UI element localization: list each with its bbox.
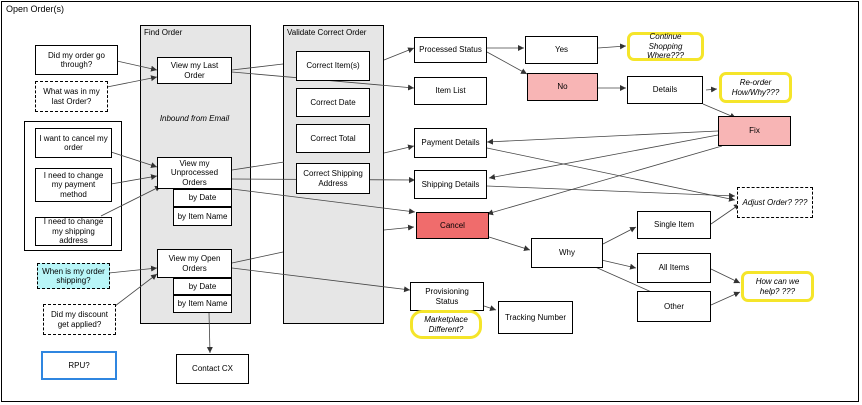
- processed-status[interactable]: Processed Status: [414, 37, 487, 63]
- other-node[interactable]: Other: [637, 291, 711, 322]
- cancel-node[interactable]: Cancel: [416, 212, 489, 239]
- correct-date[interactable]: Correct Date: [296, 88, 370, 117]
- rpu-node[interactable]: RPU?: [41, 351, 117, 380]
- validate-order-lane-title: Validate Correct Order: [287, 28, 367, 37]
- open-by-item-name[interactable]: by Item Name: [173, 295, 232, 313]
- question-discount-applied[interactable]: Did my discount get applied?: [43, 304, 116, 335]
- question-last-order[interactable]: What was in my last Order?: [35, 81, 108, 112]
- question-order-go-through[interactable]: Did my order go through?: [35, 45, 118, 75]
- payment-details[interactable]: Payment Details: [414, 128, 487, 158]
- no-node[interactable]: No: [527, 73, 598, 101]
- adjust-order[interactable]: Adjust Order? ???: [737, 187, 813, 218]
- why-node[interactable]: Why: [531, 238, 603, 268]
- marketplace-different[interactable]: Marketplace Different?: [410, 310, 482, 339]
- shipping-details[interactable]: Shipping Details: [414, 170, 487, 199]
- details-node[interactable]: Details: [627, 76, 703, 104]
- fix-node[interactable]: Fix: [718, 116, 791, 146]
- provisioning-status[interactable]: Provisioning Status: [410, 282, 484, 311]
- all-items[interactable]: All Items: [637, 253, 711, 283]
- question-cancel-order[interactable]: I want to cancel my order: [35, 128, 112, 158]
- contact-cx[interactable]: Contact CX: [176, 354, 249, 384]
- question-change-payment[interactable]: I need to change my payment method: [35, 168, 112, 202]
- tracking-number[interactable]: Tracking Number: [498, 301, 573, 334]
- correct-items[interactable]: Correct Item(s): [296, 51, 370, 81]
- unprocessed-by-date[interactable]: by Date: [173, 189, 232, 207]
- find-order-lane-title: Find Order: [144, 28, 183, 37]
- question-change-shipping[interactable]: I need to change my shipping address: [35, 217, 112, 246]
- how-can-we-help[interactable]: How can we help? ???: [741, 271, 814, 302]
- frame-title: Open Order(s): [6, 4, 65, 14]
- inbound-from-email: Inbound from Email: [159, 114, 230, 124]
- continue-shopping[interactable]: Continue Shopping Where???: [627, 32, 704, 61]
- unprocessed-by-item-name[interactable]: by Item Name: [173, 207, 232, 226]
- correct-shipping-address[interactable]: Correct Shipping Address: [296, 163, 370, 194]
- item-list[interactable]: Item List: [414, 77, 487, 105]
- yes-node[interactable]: Yes: [525, 36, 598, 64]
- view-unprocessed-orders[interactable]: View my Unprocessed Orders: [157, 157, 232, 189]
- single-item[interactable]: Single Item: [637, 211, 711, 239]
- view-last-order[interactable]: View my Last Order: [157, 57, 232, 84]
- view-open-orders[interactable]: View my Open Orders: [157, 249, 232, 278]
- question-when-shipping[interactable]: When is my order shipping?: [37, 263, 110, 289]
- reorder-node[interactable]: Re-order How/Why???: [719, 72, 792, 103]
- correct-total[interactable]: Correct Total: [296, 124, 370, 153]
- open-by-date[interactable]: by Date: [173, 278, 232, 295]
